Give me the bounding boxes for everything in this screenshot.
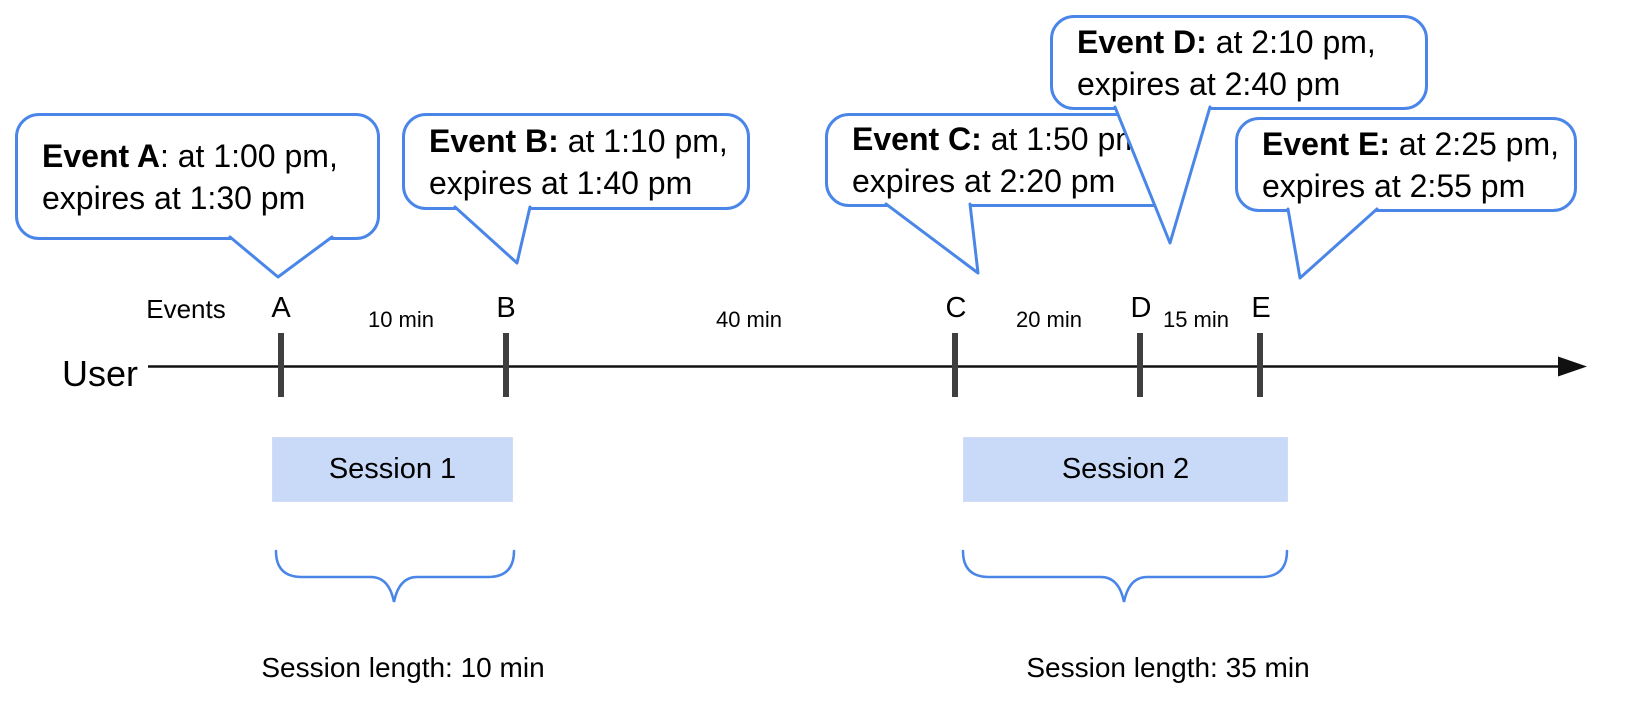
event-name: Event C: [852, 121, 982, 157]
bubble-title-line: Event E: at 2:25 pm, [1262, 123, 1574, 165]
session1-brace [274, 549, 516, 603]
interval-label-2: 40 min [715, 307, 783, 332]
bubble-title-line: Event B: at 1:10 pm, [429, 120, 747, 162]
session2-brace [961, 549, 1289, 603]
bubble-tail-c [884, 202, 980, 275]
session-box-label: Session 1 [328, 453, 457, 485]
session-box-1: Session 1 [272, 437, 513, 502]
user-axis-label: User [62, 353, 139, 394]
event-bubble-b: Event B: at 1:10 pm,expires at 1:40 pm [402, 113, 750, 210]
event-bubble-c: Event C: at 1:50 pm,expires at 2:20 pm [825, 113, 1177, 207]
interval-label-4: 15 min [1162, 307, 1230, 332]
session-length-label-2: Session length: 35 min [1026, 652, 1310, 683]
event-mark-label-d: D [1130, 292, 1152, 324]
event-bubble-a: Event A: at 1:00 pm,expires at 1:30 pm [15, 113, 380, 240]
event-time: at 2:25 pm, [1390, 125, 1560, 162]
event-time: at 1:10 pm, [558, 122, 728, 159]
bubble-expiry-line: expires at 2:40 pm [1077, 65, 1341, 102]
event-name: Event B: [429, 122, 559, 159]
event-time: at 2:10 pm, [1206, 23, 1376, 60]
event-name: Event E: [1262, 125, 1391, 162]
tick-event-b [503, 333, 509, 397]
event-bubble-d: Event D: at 2:10 pm,expires at 2:40 pm [1050, 15, 1428, 110]
event-mark-label-b: B [496, 292, 516, 324]
tick-event-a [278, 333, 284, 397]
bubble-title-line: Event C: at 1:50 pm, [852, 118, 1174, 160]
event-time: at 1:50 pm, [981, 121, 1151, 157]
tick-event-e [1257, 333, 1263, 397]
interval-label-1: 10 min [367, 307, 435, 332]
event-mark-label-e: E [1251, 292, 1271, 324]
bubble-title-line: Event D: at 2:10 pm, [1077, 21, 1425, 63]
bubble-tail-a [228, 235, 334, 279]
bubble-expiry-line: expires at 2:55 pm [1262, 167, 1526, 204]
event-time: : at 1:00 pm, [159, 137, 338, 174]
bubble-tail-e [1286, 207, 1379, 280]
event-name: Event A [42, 137, 160, 174]
bubble-expiry-line: expires at 1:40 pm [429, 164, 693, 201]
tick-event-c [952, 333, 958, 397]
events-axis-label: Events [146, 294, 226, 324]
event-name: Event D: [1077, 23, 1207, 60]
bubble-expiry-line: expires at 2:20 pm [852, 163, 1116, 199]
session-length-label-1: Session length: 10 min [261, 652, 545, 683]
event-bubble-e: Event E: at 2:25 pm,expires at 2:55 pm [1235, 117, 1577, 212]
tick-event-d [1137, 333, 1143, 397]
bubble-expiry-line: expires at 1:30 pm [42, 179, 306, 216]
event-mark-label-c: C [945, 292, 967, 324]
session-box-label: Session 2 [1061, 453, 1190, 485]
bubble-tail-b [453, 205, 532, 265]
session-box-2: Session 2 [963, 437, 1288, 502]
event-mark-label-a: A [271, 292, 291, 324]
timeline-arrowhead-icon [1558, 356, 1587, 377]
bubble-title-line: Event A: at 1:00 pm, [42, 135, 377, 177]
interval-label-3: 20 min [1015, 307, 1083, 332]
